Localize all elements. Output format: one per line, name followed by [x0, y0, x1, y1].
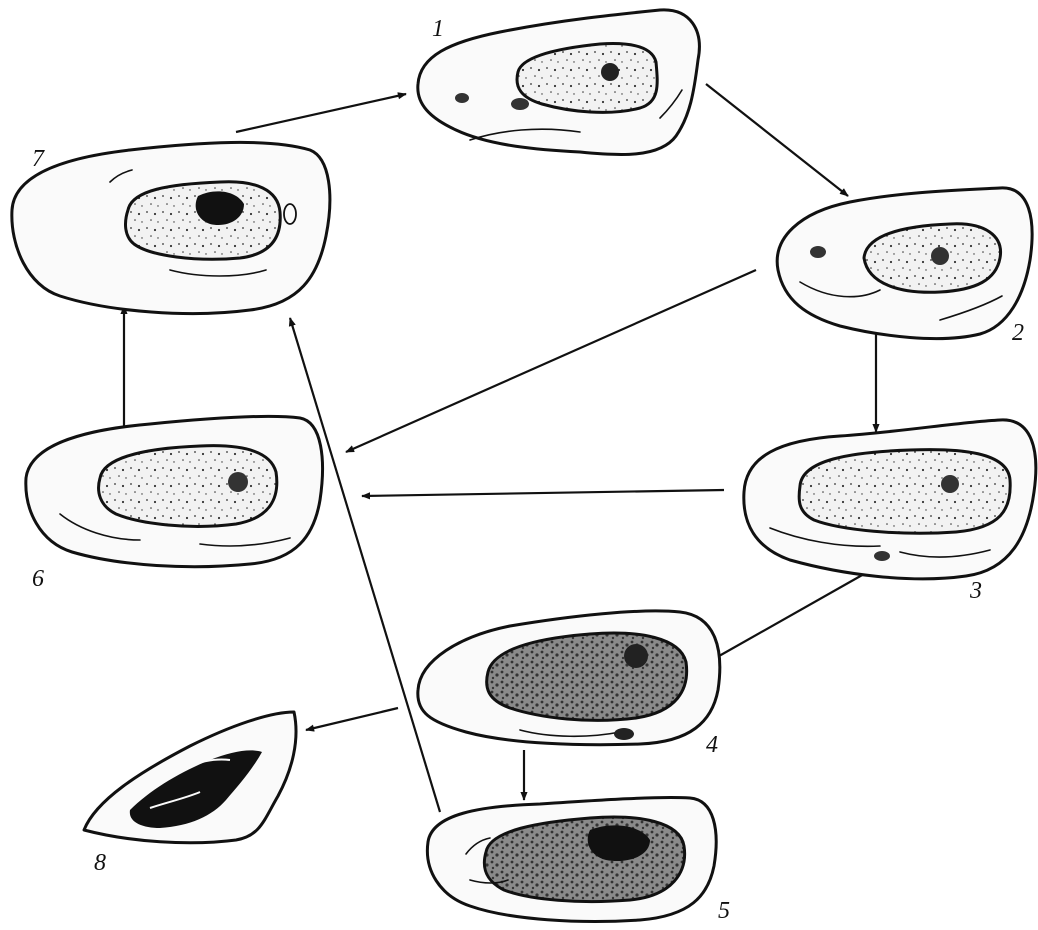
- arrow-4-to-8: [306, 708, 398, 730]
- arrow-3-to-4: [712, 574, 864, 660]
- cell-label-5: 5: [718, 898, 730, 924]
- arrow-7-to-1: [236, 94, 406, 132]
- cell-label-3: 3: [969, 578, 982, 604]
- cell-label-1: 1: [432, 16, 444, 42]
- cell-label-4: 4: [706, 732, 718, 758]
- arrow-5-to-7: [290, 318, 440, 812]
- cell-1: [418, 10, 700, 155]
- cell-2: [777, 188, 1032, 339]
- cell-label-8: 8: [94, 850, 106, 876]
- cell-6: [26, 416, 323, 566]
- cell-7: [12, 142, 330, 313]
- arrow-1-to-2: [706, 84, 848, 196]
- cell-3: [744, 420, 1036, 579]
- cell-label-6: 6: [32, 566, 44, 592]
- arrow-3-to-6: [362, 490, 724, 496]
- cell-label-2: 2: [1012, 320, 1024, 346]
- arrow-2-to-6: [346, 270, 756, 452]
- cell-8: [84, 712, 296, 843]
- cell-5: [427, 797, 716, 921]
- cell-label-7: 7: [32, 146, 45, 172]
- cell-4: [418, 611, 720, 745]
